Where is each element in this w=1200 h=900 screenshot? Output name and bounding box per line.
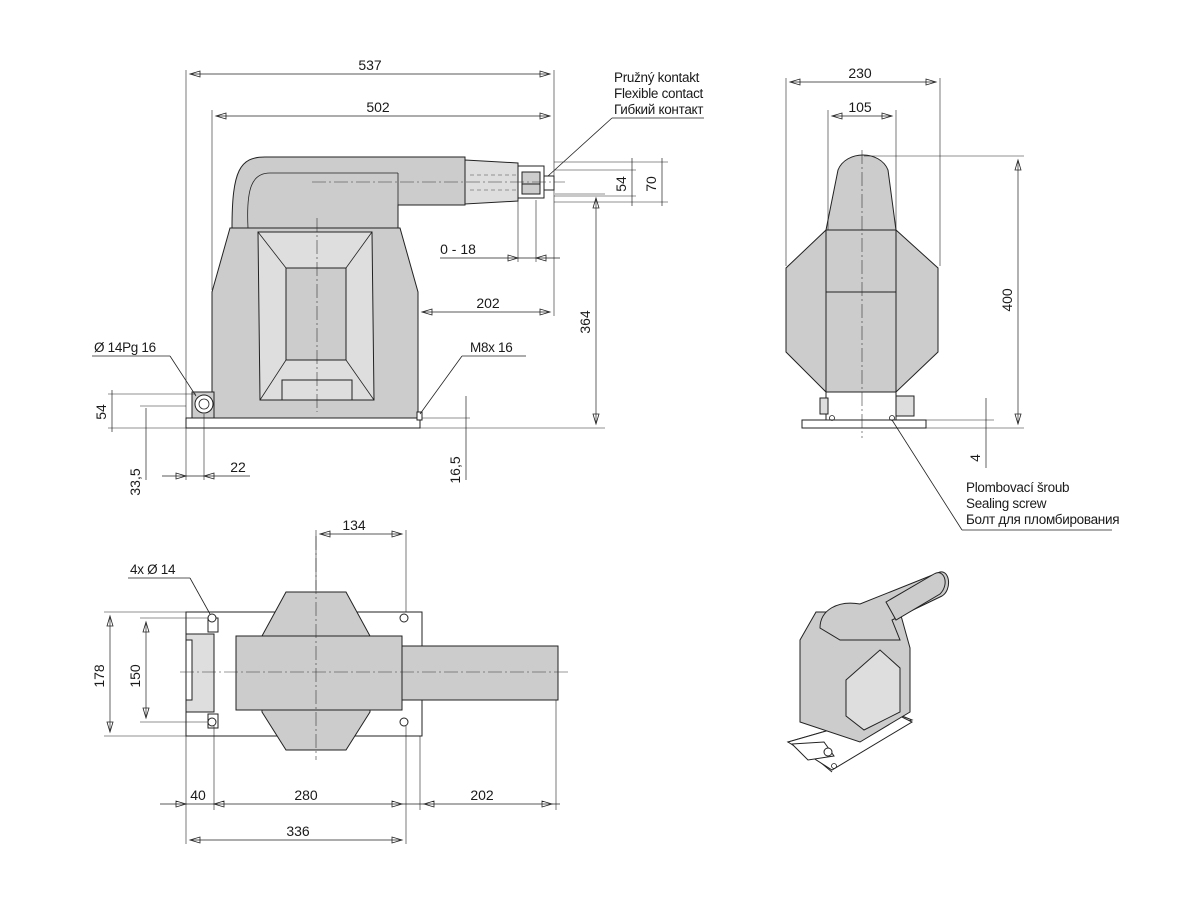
dim-contact-adjust: 0 - 18 [440,241,476,257]
label-sealing-screw-en: Sealing screw [966,496,1047,511]
dim-side-height: 400 [999,288,1015,312]
label-sealing-screw-ru: Болт для пломбирования [966,512,1119,527]
front-view [185,156,565,429]
top-view-dimensions: 134 178 150 40 280 202 336 4x Ø 14 [91,517,560,844]
dim-gland-height: 54 [93,404,109,420]
dim-front-total-width: 537 [358,57,382,73]
dim-top-overhang: 202 [470,787,494,803]
dim-total-height: 364 [577,310,593,334]
label-stud: M8x 16 [470,340,512,355]
dim-front-body-width: 502 [366,99,390,115]
top-view [180,536,570,760]
label-sealing-screw-cs: Plombovací šroub [966,480,1069,495]
side-view-dimensions: 230 105 400 4 Plombovací šroub Sealing s… [785,65,1120,531]
dim-gland-offset: 33,5 [127,468,143,495]
dim-top-hole-pitch: 150 [127,664,143,688]
label-flexible-contact-ru: Гибкий контакт [614,102,703,117]
dim-side-width: 230 [848,65,872,81]
dim-gland-depth: 22 [230,459,246,475]
dim-top-hole-span: 280 [294,787,318,803]
side-view [785,150,939,438]
dim-contact-h1: 54 [613,176,629,192]
dim-contact-overhang: 202 [476,295,500,311]
dim-contact-h2: 70 [643,176,659,192]
dim-base-thickness: 4 [967,454,983,462]
label-gland: Ø 14Pg 16 [94,340,156,355]
dim-stud-height: 16,5 [447,456,463,483]
label-flexible-contact-en: Flexible contact [614,86,704,101]
dim-top-core: 134 [342,517,366,533]
dim-top-base-length: 336 [286,823,310,839]
dim-side-core: 105 [848,99,872,115]
label-mounting-holes: 4x Ø 14 [130,562,176,577]
label-flexible-contact-cs: Pružný kontakt [614,70,700,85]
front-view-dimensions: 537 502 0 - 18 202 364 54 70 54 33,5 [92,57,704,496]
isometric-view [786,571,949,773]
dim-top-width: 178 [91,664,107,688]
dim-top-edge: 40 [190,787,206,803]
